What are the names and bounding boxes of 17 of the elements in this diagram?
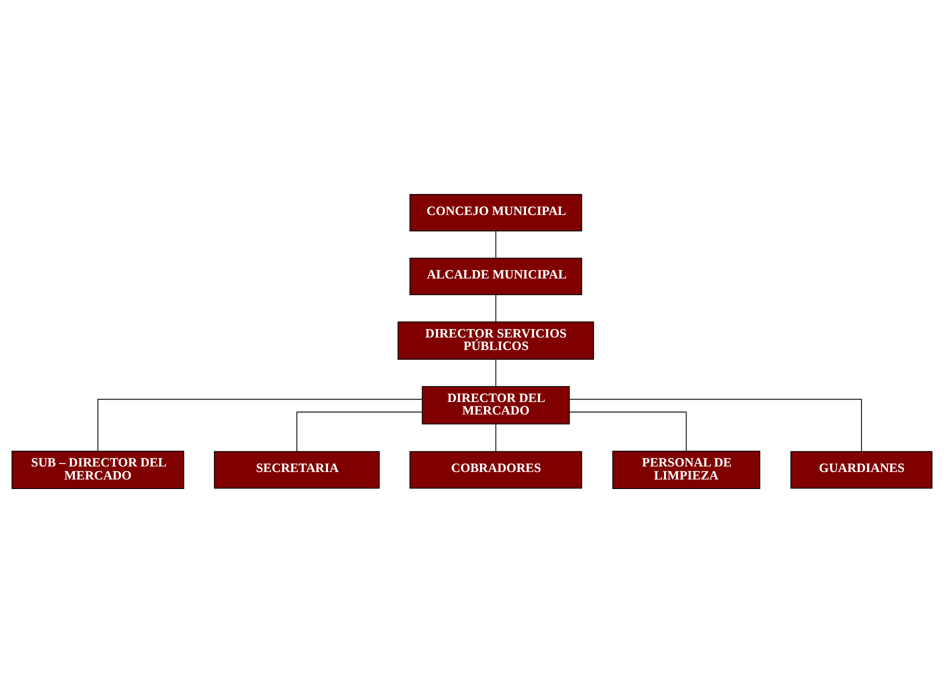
node-box: GUARDIANES — [790, 450, 932, 488]
connector — [296, 411, 422, 452]
node-box: SUB – DIRECTOR DEL MERCADO — [12, 450, 184, 489]
connector — [495, 294, 496, 322]
connector — [569, 411, 687, 451]
node-box: PERSONAL DE LIMPIEZA — [612, 450, 760, 489]
node-box: CONCEJO MUNICIPAL — [410, 193, 582, 231]
connector — [495, 230, 496, 258]
connector — [97, 398, 423, 451]
connector — [495, 358, 496, 386]
connector — [495, 423, 496, 452]
node-box: ALCALDE MUNICIPAL — [410, 257, 582, 295]
node-box: COBRADORES — [410, 450, 582, 488]
node-box: DIRECTOR DEL MERCADO — [422, 386, 570, 424]
connector — [569, 398, 862, 452]
node-box: SECRETARIA — [214, 450, 380, 488]
node-box: DIRECTOR SERVICIOS PÚBLICOS — [398, 321, 594, 360]
